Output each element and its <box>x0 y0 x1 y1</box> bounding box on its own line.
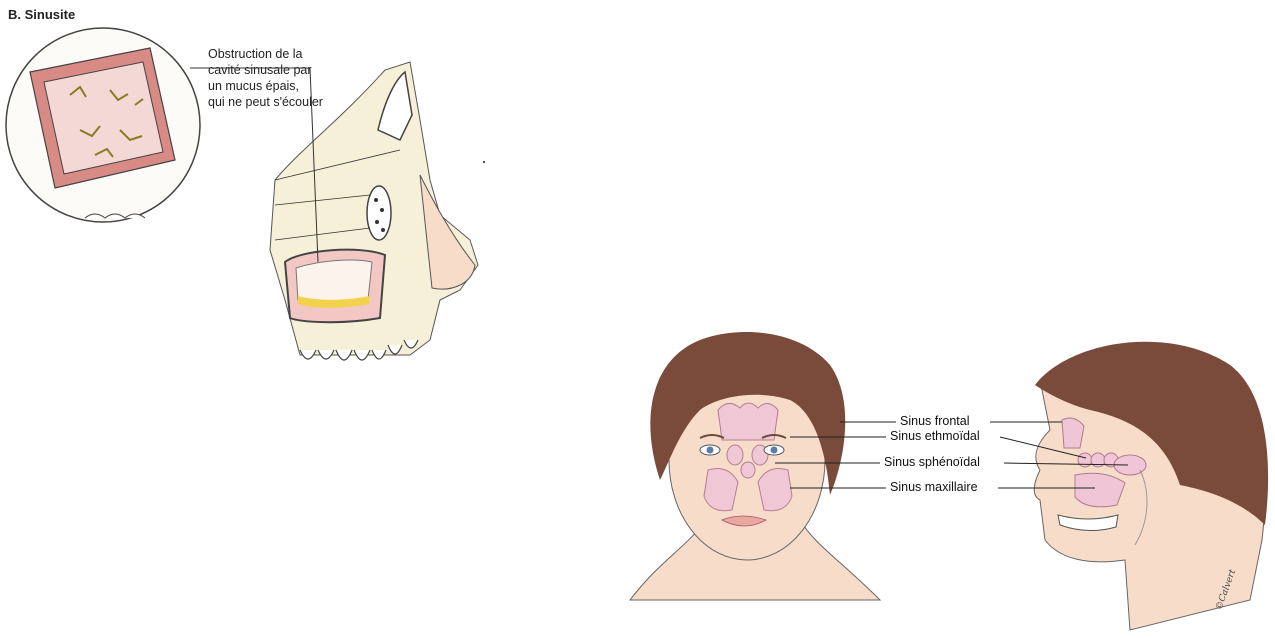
label-sinus-sphenoidal: Sinus sphénoïdal <box>882 455 982 469</box>
label-sinus-ethmoidal: Sinus ethmoïdal <box>888 429 982 443</box>
magnified-sinus-inset <box>6 28 200 222</box>
label-sinus-frontal: Sinus frontal <box>898 414 971 428</box>
skull-cross-section <box>190 62 478 360</box>
face-front-view <box>630 332 880 600</box>
label-sinus-maxillaire: Sinus maxillaire <box>888 480 980 494</box>
face-profile-view <box>1034 342 1268 630</box>
ethmoid-cells <box>367 186 391 240</box>
